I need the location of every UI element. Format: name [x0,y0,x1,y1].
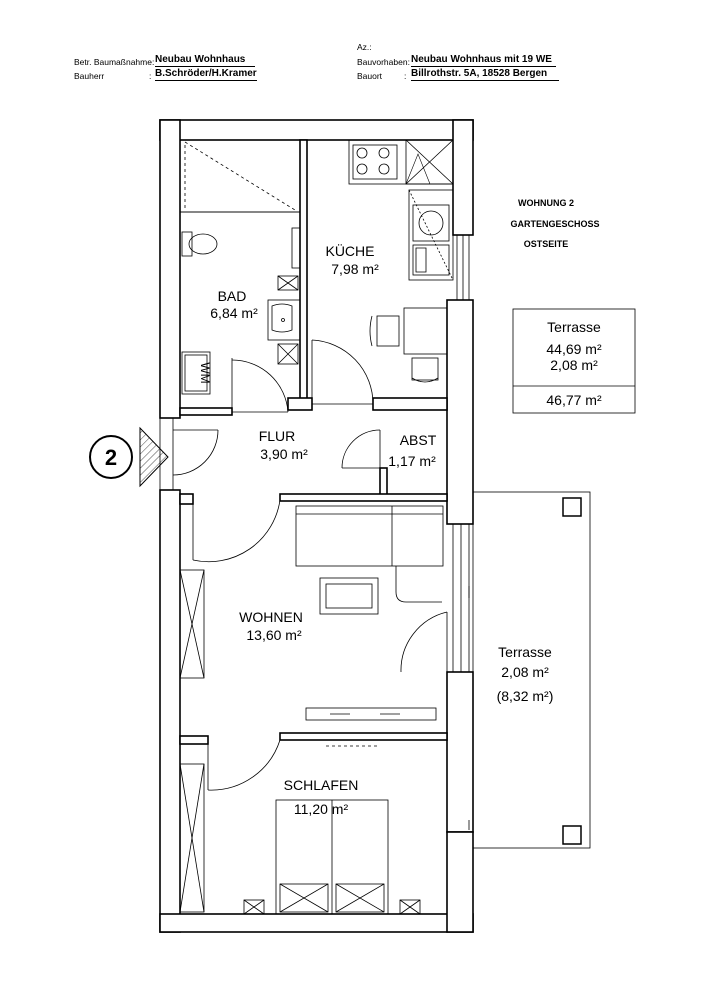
wall-flur-wohnen-1 [179,493,194,505]
wall-bad-flur-2 [287,397,313,411]
room-kueche-area: 7,98 m² [331,261,379,277]
room-terrasse-area: 2,08 m² [501,664,549,680]
room-kueche-name: KÜCHE [325,242,374,259]
room-wohnen-name: WOHNEN [239,609,303,625]
terrace-box-value2: 2,08 m² [550,357,598,373]
wm-label: WM [198,362,212,383]
info-line1: WOHNUNG 2 [518,198,574,208]
entrance-marker: 2 [105,445,117,470]
info-line3: OSTSEITE [524,239,569,249]
coffee-table [319,577,379,615]
header-sep-bauort: : [404,71,407,81]
room-abst-name: ABST [400,432,437,448]
wall-right-mid [446,299,474,525]
terrace-box-title: Terrasse [547,319,601,335]
header-sep-bauherr: : [149,71,152,81]
wall-bottom [159,913,474,933]
wall-bad-kueche [299,139,308,409]
wardrobe-schlafen [179,763,205,913]
entrance-arrow [139,426,169,488]
room-bad-name: BAD [218,288,247,304]
tv-board [305,707,437,721]
room-bad-area: 6,84 m² [210,305,258,321]
az-label: Az.: [357,42,372,52]
terrace-box-value1: 44,69 m² [546,341,602,357]
terrace-summary-box [512,308,636,414]
room-terrasse-name: Terrasse [498,644,552,660]
wall-right-top [452,119,474,236]
room-abst-area: 1,17 m² [388,453,436,469]
header-value-bauvorhaben: Neubau Wohnhaus mit 19 WE [411,54,556,67]
terrace-outline [472,491,591,849]
kitchen-counter [348,139,454,185]
sink [267,299,301,341]
room-schlafen-area: 11,20 m² [294,801,349,817]
header-label-bauort: Bauort [357,71,383,81]
wall-kueche-abst [372,397,448,411]
entrance-marker-circle [89,435,133,479]
header-label-bauherr: Bauherr [74,71,105,81]
sofa [295,505,444,567]
wall-wohnen-schlafen-2 [279,732,448,741]
room-flur-name: FLUR [259,428,296,444]
wall-wohnen-schlafen-1 [179,735,209,745]
header-label-bauvorhaben: Bauvorhaben: [357,57,410,67]
wall-bad-flur-1 [179,407,233,416]
header-label-baumassnahme: Betr. Baumaßnahme: [74,57,155,67]
shower [179,139,301,213]
room-wohnen-area: 13,60 m² [246,627,302,643]
room-schlafen-name: SCHLAFEN [284,777,359,793]
info-line2: GARTENGESCHOSS [510,219,599,229]
room-flur-area: 3,90 m² [260,446,308,462]
room-terrasse-area2: (8,32 m²) [497,688,554,704]
wc [181,231,193,257]
header-value-bauherr: B.Schröder/H.Kramer [155,68,257,81]
header-value-bauort: Billrothstr. 5A, 18528 Bergen [411,68,559,81]
header-value-baumassnahme: Neubau Wohnhaus [155,54,255,67]
wall-right-bottom [446,831,474,933]
wall-right-lower [446,671,474,833]
wall-left-upper [159,119,181,419]
washing-machine [181,351,211,395]
wall-flur-wohnen-2 [279,493,448,502]
wall-top [159,119,474,141]
wall-left-lower [159,489,181,933]
kitchen-table [403,307,448,355]
terrace-box-total: 46,77 m² [546,392,602,408]
